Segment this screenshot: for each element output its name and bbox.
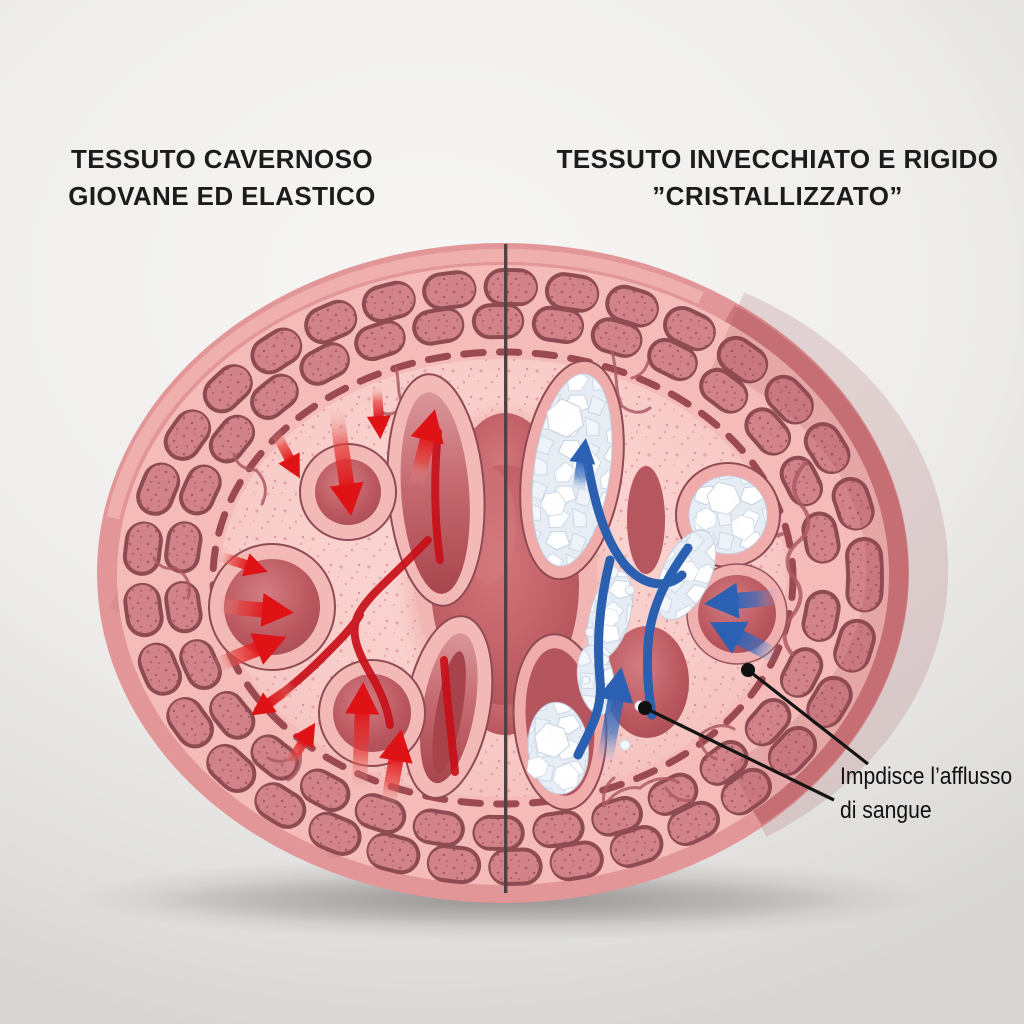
cavity-center-right-upper	[627, 466, 665, 574]
annotation-line: Impdisce l’afflusso	[840, 763, 1013, 790]
crystallized-right-half	[512, 359, 788, 811]
title-healthy-tissue: TESSUTO CAVERNOSO GIOVANE ED ELASTICO	[20, 141, 424, 215]
vertical-divider-line	[504, 244, 508, 893]
annotation-line: di sangue	[840, 797, 932, 824]
rim-shadow-right	[721, 304, 909, 825]
annotation-leader-lines	[638, 663, 869, 802]
cell-ring-right-shade	[711, 292, 949, 837]
title-line: ”CRISTALLIZZATO”	[652, 181, 903, 211]
rim-highlight	[106, 248, 704, 520]
black-dot-marker	[638, 701, 652, 715]
title-line: TESSUTO INVECCHIATO E RIGIDO	[556, 144, 999, 174]
healthy-left-half	[207, 373, 494, 809]
title-line: TESSUTO CAVERNOSO	[71, 144, 373, 174]
title-line: GIOVANE ED ELASTICO	[68, 181, 376, 211]
title-aged-tissue: TESSUTO INVECCHIATO E RIGIDO ”CRISTALLIZ…	[545, 141, 1010, 215]
annotation-blocked-blood-flow: Impdisce l’afflusso di sangue	[840, 760, 1024, 828]
blue-vessels	[573, 443, 693, 760]
crystal-lobe-top-right	[519, 359, 625, 581]
red-vessels	[254, 428, 459, 776]
outer-cell-ring	[122, 268, 949, 886]
black-dot-marker	[741, 663, 755, 677]
